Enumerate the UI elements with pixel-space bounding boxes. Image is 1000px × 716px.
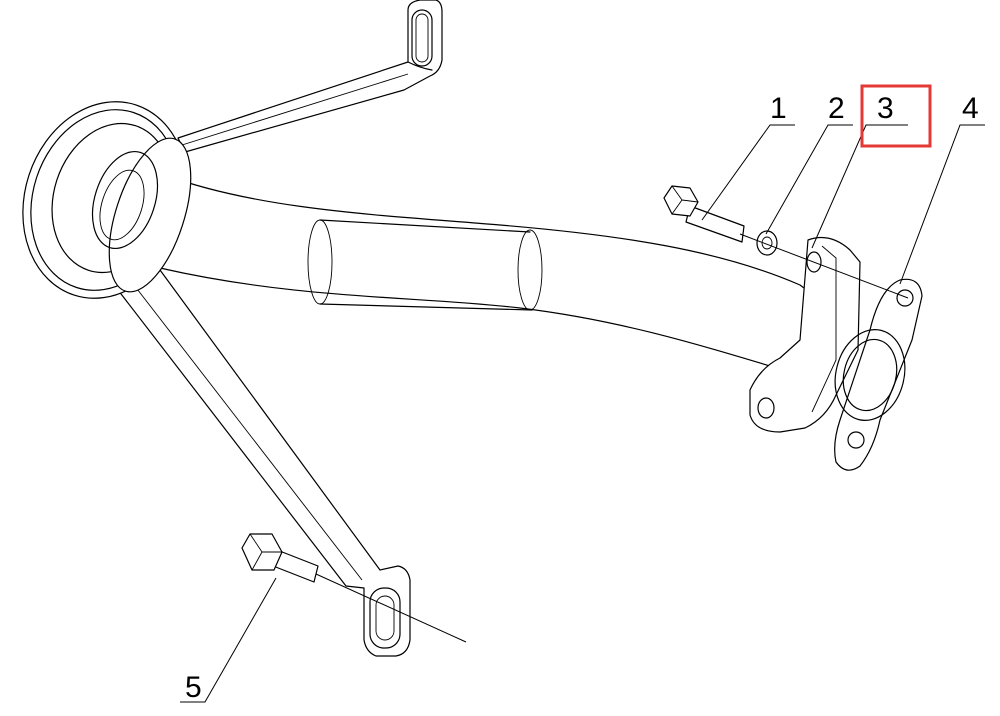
bolt-upper <box>663 185 745 243</box>
bolt-lower <box>241 533 319 583</box>
gasket <box>834 278 923 471</box>
callout-2-label: 2 <box>828 92 845 125</box>
callout-3-highlight-box <box>860 84 932 148</box>
callout-5: 5 <box>180 577 277 704</box>
callout-1: 1 <box>701 92 795 221</box>
callout-4-label: 4 <box>962 92 979 125</box>
assembly-axis <box>315 233 909 643</box>
callout-3-label: 3 <box>877 92 894 125</box>
callout-3: 3 <box>811 84 932 249</box>
funnel-end <box>22 101 192 299</box>
callout-4: 4 <box>899 92 985 285</box>
exhaust-tube <box>159 174 821 373</box>
outlet-flange <box>749 237 861 433</box>
callout-1-label: 1 <box>770 92 787 125</box>
upper-bracket <box>177 0 443 153</box>
callout-5-label: 5 <box>185 671 202 704</box>
callout-2: 2 <box>765 92 853 235</box>
washer <box>756 230 778 256</box>
lower-bracket <box>117 269 411 657</box>
